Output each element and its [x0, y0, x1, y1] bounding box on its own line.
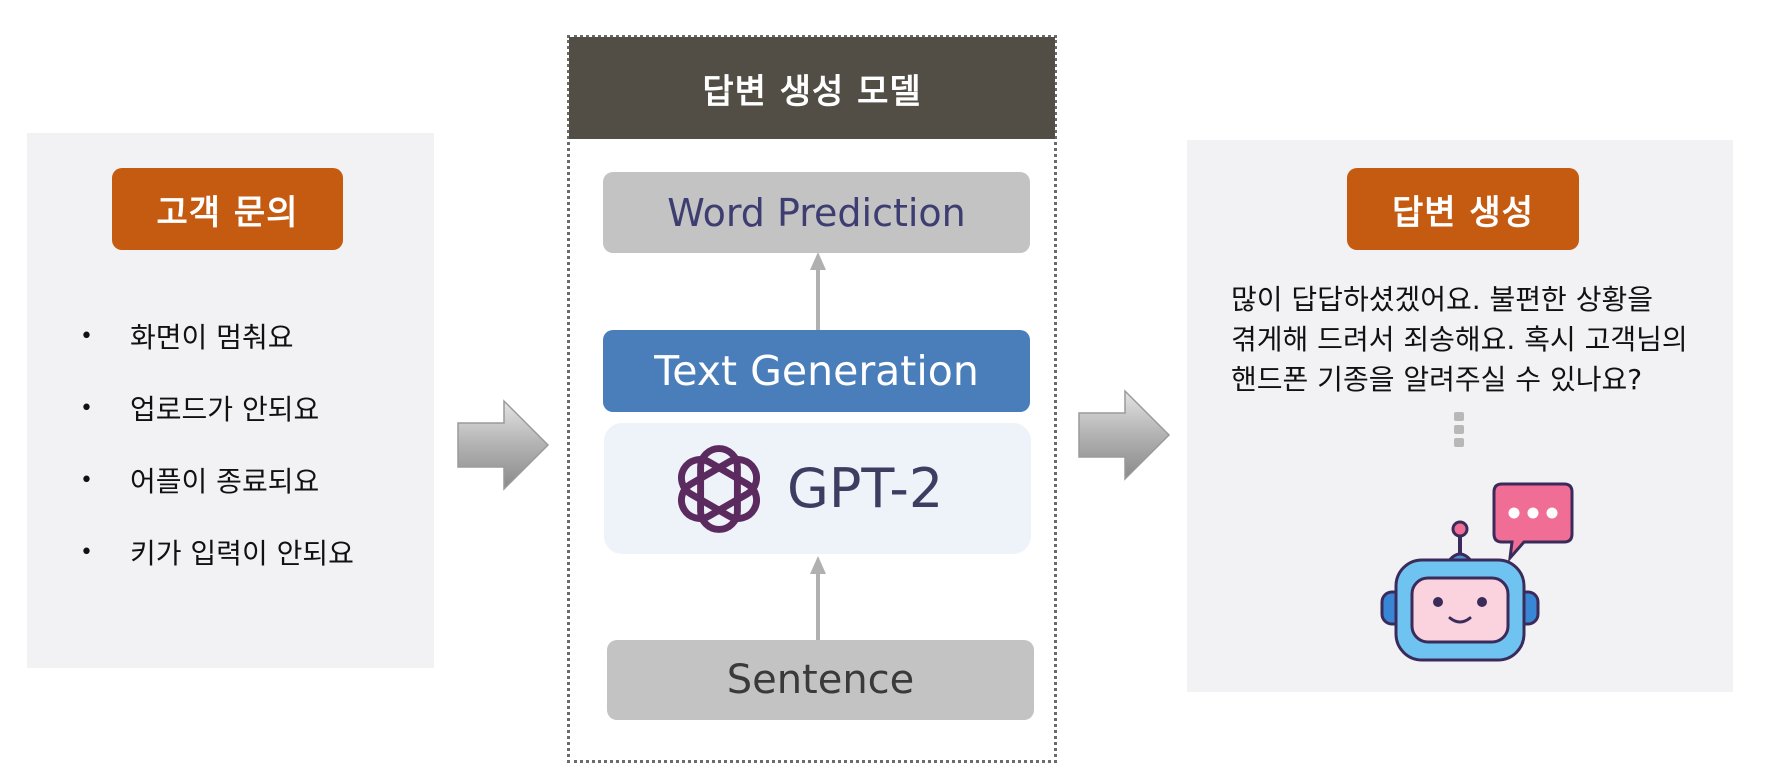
- inquiry-list: • 화면이 멈춰요 • 업로드가 안되요 • 어플이 종료되요 • 키가 입력이…: [80, 300, 420, 588]
- chatbot-robot-icon: [1380, 482, 1574, 662]
- openai-logo-icon: [678, 445, 760, 533]
- bullet: •: [80, 467, 93, 493]
- up-arrow-icon: [810, 252, 826, 330]
- bullet: •: [80, 395, 93, 421]
- model-name: GPT-2: [787, 456, 944, 520]
- response-line: 많이 답답하셨겠어요. 불편한 상황을: [1231, 283, 1654, 316]
- response-line: 겪게해 드려서 죄송해요. 혹시 고객님의: [1231, 323, 1688, 356]
- text-generation-box: Text Generation: [603, 330, 1030, 412]
- bullet: •: [80, 323, 93, 349]
- model-header: 답변 생성 모델: [569, 37, 1055, 139]
- list-item: • 어플이 종료되요: [80, 444, 420, 516]
- list-item: • 업로드가 안되요: [80, 372, 420, 444]
- response-text: 많이 답답하셨겠어요. 불편한 상황을 겪게해 드려서 죄송해요. 혹시 고객님…: [1231, 280, 1731, 400]
- list-item: • 키가 입력이 안되요: [80, 516, 420, 588]
- list-item: • 화면이 멈춰요: [80, 300, 420, 372]
- model-frame: [567, 35, 1057, 763]
- inquiry-title-tag: 고객 문의: [112, 168, 343, 250]
- right-arrow-icon: [457, 399, 550, 491]
- word-prediction-box: Word Prediction: [603, 172, 1030, 253]
- response-title-tag: 답변 생성: [1347, 168, 1579, 250]
- response-line: 핸드폰 기종을 알려주실 수 있나요?: [1231, 363, 1643, 396]
- bullet: •: [80, 539, 93, 565]
- inquiry-text: 어플이 종료되요: [130, 465, 320, 498]
- inquiry-text: 키가 입력이 안되요: [130, 537, 354, 570]
- inquiry-text: 화면이 멈춰요: [130, 321, 294, 354]
- gpt-model-box: [604, 423, 1031, 554]
- up-arrow-icon: [810, 556, 826, 640]
- right-arrow-icon: [1078, 389, 1171, 481]
- sentence-input-box: Sentence: [607, 640, 1034, 720]
- inquiry-text: 업로드가 안되요: [130, 393, 320, 426]
- vertical-ellipsis-icon: [1454, 412, 1464, 447]
- speech-bubble-icon: [1492, 482, 1574, 563]
